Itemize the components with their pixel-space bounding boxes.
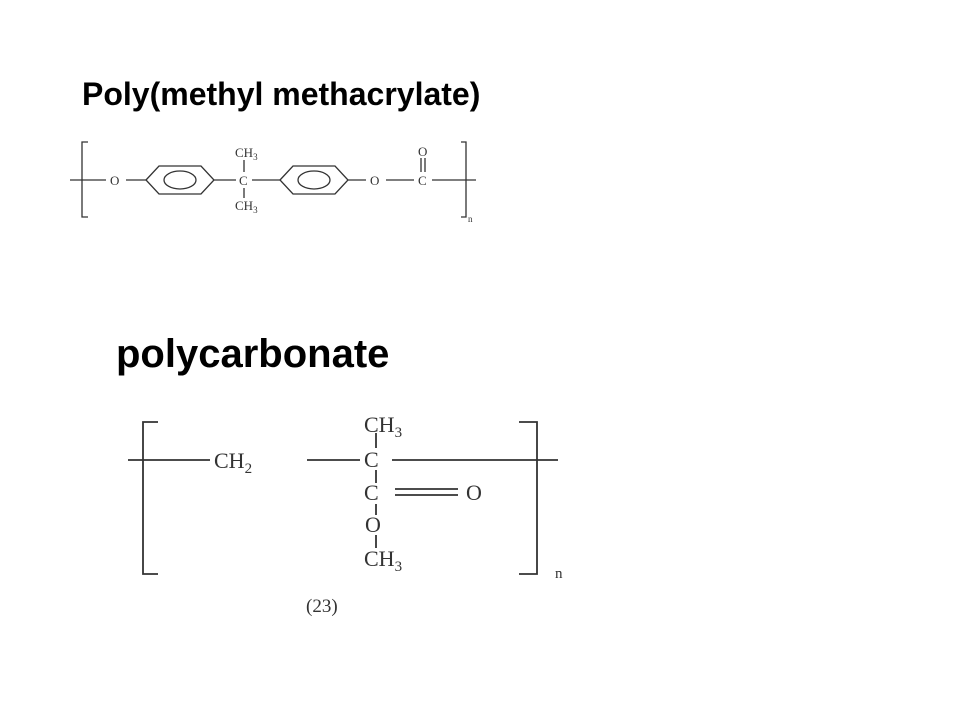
compound-number: (23) (306, 596, 338, 617)
atom-o-ester-2: O (365, 512, 381, 537)
benzene-ring-2-circle (297, 170, 331, 190)
title-poly-methyl-methacrylate: Poly(methyl methacrylate) (82, 76, 481, 112)
repeat-subscript-top: n (468, 214, 473, 224)
atom-c-center-2: C (364, 447, 379, 472)
group-ch3-top: CH3 (235, 145, 258, 162)
group-ch2: CH2 (214, 448, 252, 477)
bracket-right-bottom (519, 421, 538, 575)
title-polycarbonate: polycarbonate (116, 332, 390, 376)
benzene-ring-1 (145, 165, 215, 195)
atom-o-carbonyl-2: O (466, 480, 482, 505)
benzene-ring-1-circle (163, 170, 197, 190)
atom-o-carbonyl: O (418, 144, 427, 159)
atom-c-ester-2: C (364, 480, 379, 505)
atom-c-center: C (239, 173, 248, 188)
atom-o-left: O (110, 173, 119, 188)
atom-c-carbonyl: C (418, 173, 427, 188)
repeat-subscript-bottom: n (555, 566, 563, 582)
benzene-ring-2 (279, 165, 349, 195)
group-ch3-top-2: CH3 (364, 412, 402, 441)
atom-o-right: O (370, 173, 379, 188)
group-ch3-bottom-2: CH3 (364, 546, 402, 575)
bracket-left-bottom (142, 421, 158, 575)
group-ch3-bottom: CH3 (235, 198, 258, 215)
